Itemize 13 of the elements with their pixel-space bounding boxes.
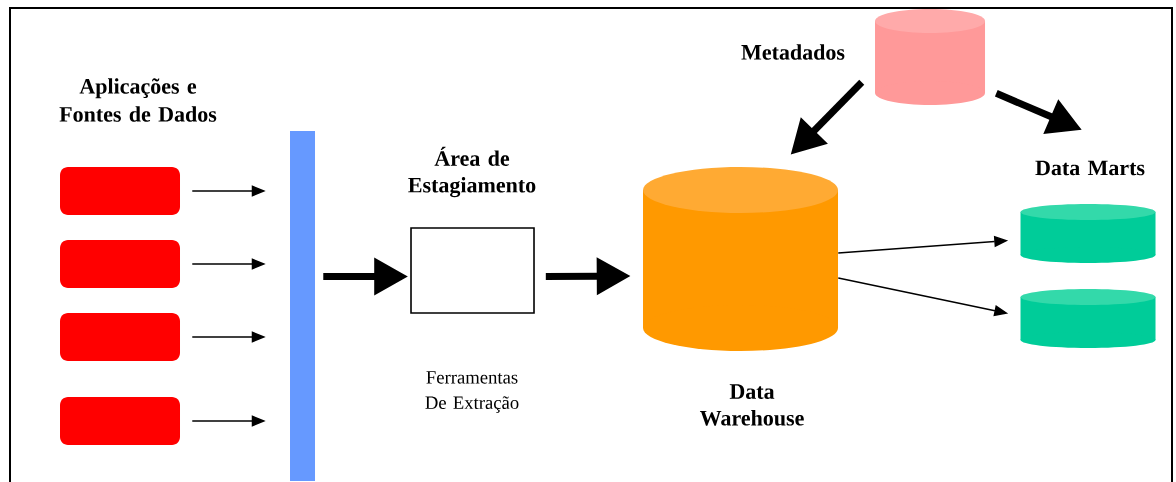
heading: Metadados: [741, 44, 845, 60]
heading: Aplicações e Fontes de Dados: [59, 78, 217, 122]
source-box: [60, 313, 180, 361]
database-cylinder: [1020, 289, 1156, 348]
heading: Data Warehouse: [699, 384, 804, 426]
heading: Data Marts: [1035, 160, 1145, 176]
bar: [290, 131, 315, 481]
source-box: [60, 397, 180, 445]
node-label: Ferramentas De Extração: [425, 371, 519, 413]
database-cylinder: [1020, 204, 1156, 263]
heading: Área de Estagiamento: [408, 146, 536, 198]
source-box: [60, 240, 180, 288]
source-box: [60, 167, 180, 215]
